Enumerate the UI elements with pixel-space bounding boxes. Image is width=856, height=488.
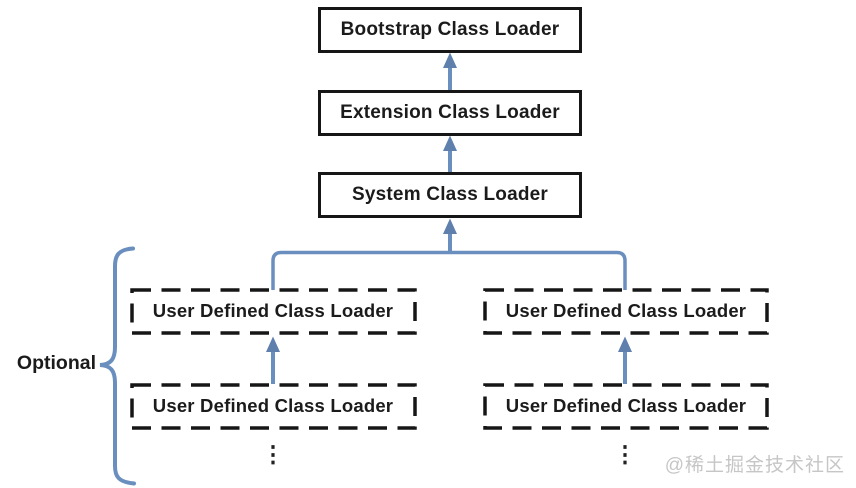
node-user-defined-label: User Defined Class Loader (505, 395, 747, 416)
arrow-left-userdefined-head (266, 336, 280, 352)
node-user-defined-right-bottom: User Defined Class Loader (484, 384, 768, 428)
watermark-text: @稀土掘金技术社区 (664, 455, 845, 476)
node-extension-class-loader: Extension Class Loader (318, 90, 582, 136)
dashed-border-user-defined-left-top (130, 288, 417, 335)
node-user-defined-right-top: User Defined Class Loader (484, 289, 768, 333)
arrow-system-to-extension-head (443, 135, 457, 151)
node-bootstrap-label: Bootstrap Class Loader (340, 19, 560, 40)
dashed-border-user-defined-left-bottom (130, 383, 417, 430)
node-system-label: System Class Loader (352, 184, 548, 205)
node-system-class-loader: System Class Loader (318, 172, 582, 218)
arrow-extension-to-bootstrap-head (443, 52, 457, 68)
dashed-border-user-defined-right-bottom (483, 383, 769, 430)
node-user-defined-label: User Defined Class Loader (152, 395, 394, 416)
node-user-defined-left-top: User Defined Class Loader (131, 289, 415, 333)
node-user-defined-left-bottom: User Defined Class Loader (131, 384, 415, 428)
arrow-right-userdefined-head (618, 336, 632, 352)
node-user-defined-label: User Defined Class Loader (152, 300, 394, 321)
optional-brace (99, 246, 136, 486)
node-user-defined-label: User Defined Class Loader (505, 300, 747, 321)
node-extension-label: Extension Class Loader (340, 102, 560, 123)
node-bootstrap-class-loader: Bootstrap Class Loader (318, 7, 582, 53)
arrow-junction-to-system-head (443, 218, 457, 234)
dashed-border-user-defined-right-top (483, 288, 769, 335)
ellipsis-left-column: ⋮ (261, 441, 285, 467)
ellipsis-right-column: ⋮ (613, 441, 637, 467)
optional-label: Optional (16, 352, 96, 374)
connector-userdefined-junction (271, 250, 627, 290)
